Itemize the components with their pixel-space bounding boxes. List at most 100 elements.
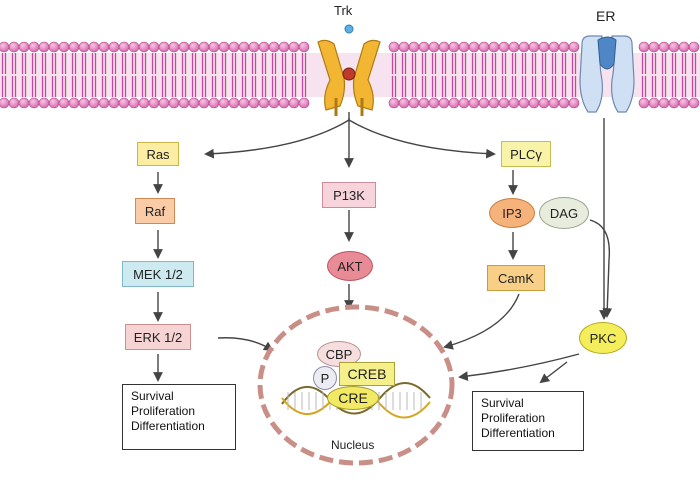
membrane-bead xyxy=(128,41,140,53)
membrane-bead xyxy=(688,97,700,109)
membrane-bead xyxy=(408,97,420,109)
membrane-bead xyxy=(178,41,190,53)
membrane-bead xyxy=(658,97,670,109)
membrane-bead xyxy=(218,97,230,109)
membrane-bead xyxy=(388,41,400,53)
plc-node: PLCγ xyxy=(501,141,551,167)
er-channel xyxy=(579,35,635,113)
membrane-bead xyxy=(538,97,550,109)
membrane-bead xyxy=(258,41,270,53)
outcome-left-differentiation: Differentiation xyxy=(131,419,205,433)
membrane-bead xyxy=(48,41,60,53)
membrane-bead xyxy=(488,41,500,53)
membrane-bead xyxy=(68,41,80,53)
membrane-bead xyxy=(68,97,80,109)
membrane-bead xyxy=(28,41,40,53)
outcome-right-survival: Survival xyxy=(481,396,524,410)
creb-node: CREB xyxy=(339,362,395,386)
membrane-bead xyxy=(38,41,50,53)
membrane-bead xyxy=(268,41,280,53)
membrane-bead xyxy=(128,97,140,109)
pi3k-node: P13K xyxy=(322,182,376,208)
membrane-bead xyxy=(538,41,550,53)
dag-node: DAG xyxy=(539,197,589,229)
erk-node: ERK 1/2 xyxy=(125,324,191,350)
outcome-left-proliferation: Proliferation xyxy=(131,404,196,418)
membrane-bead xyxy=(408,41,420,53)
membrane-bead xyxy=(668,97,680,109)
membrane-bead xyxy=(398,41,410,53)
ip3-node: IP3 xyxy=(489,198,535,228)
membrane-bead xyxy=(148,97,160,109)
membrane-bead xyxy=(468,97,480,109)
membrane-bead xyxy=(528,41,540,53)
outcome-right-differentiation: Differentiation xyxy=(481,426,555,440)
membrane-bead xyxy=(148,41,160,53)
membrane-bead xyxy=(298,41,310,53)
membrane-bead xyxy=(168,41,180,53)
akt-node: AKT xyxy=(327,251,373,281)
membrane-bead xyxy=(268,97,280,109)
mek-node: MEK 1/2 xyxy=(122,261,194,287)
membrane-bead xyxy=(688,41,700,53)
membrane-bead xyxy=(58,41,70,53)
pathway-arrows xyxy=(153,112,613,384)
membrane-bead xyxy=(188,97,200,109)
membrane-bead xyxy=(248,41,260,53)
membrane-bead xyxy=(438,97,450,109)
membrane-bead xyxy=(18,41,30,53)
membrane-bead xyxy=(228,41,240,53)
membrane-bead xyxy=(88,97,100,109)
membrane-bead xyxy=(208,97,220,109)
membrane-bead xyxy=(48,97,60,109)
membrane-bead xyxy=(58,97,70,109)
membrane-bead xyxy=(138,97,150,109)
membrane-bead xyxy=(98,41,110,53)
membrane-bead xyxy=(678,97,690,109)
nucleus-label: Nucleus xyxy=(331,438,375,452)
cre-node: CRE xyxy=(327,386,379,410)
membrane-bead xyxy=(0,97,10,109)
membrane-bead xyxy=(648,97,660,109)
membrane-bead xyxy=(18,97,30,109)
membrane-bead xyxy=(248,97,260,109)
membrane-bead xyxy=(38,97,50,109)
membrane-bead xyxy=(528,97,540,109)
membrane-bead xyxy=(238,97,250,109)
membrane-bead xyxy=(28,97,40,109)
membrane-bead xyxy=(438,41,450,53)
membrane-bead xyxy=(508,97,520,109)
membrane-bead xyxy=(158,41,170,53)
membrane-bead xyxy=(228,97,240,109)
membrane-bead xyxy=(168,97,180,109)
membrane-bead xyxy=(418,97,430,109)
membrane-bead xyxy=(478,97,490,109)
membrane-bead xyxy=(448,41,460,53)
membrane-bead xyxy=(548,97,560,109)
outcome-right: Survival Proliferation Differentiation xyxy=(472,391,584,451)
membrane-bead xyxy=(198,97,210,109)
membrane-bead xyxy=(508,41,520,53)
membrane-bead xyxy=(278,41,290,53)
membrane-bead xyxy=(178,97,190,109)
ras-node: Ras xyxy=(137,142,179,166)
membrane-bead xyxy=(258,97,270,109)
membrane-bead xyxy=(218,41,230,53)
membrane-bead xyxy=(488,97,500,109)
membrane-bead xyxy=(418,41,430,53)
membrane-bead xyxy=(398,97,410,109)
membrane-bead xyxy=(478,41,490,53)
p-node: P xyxy=(313,366,337,390)
membrane-bead xyxy=(208,41,220,53)
membrane-bead xyxy=(388,97,400,109)
membrane-bead xyxy=(8,41,20,53)
outcome-left: Survival Proliferation Differentiation xyxy=(122,384,236,450)
membrane-bead xyxy=(658,41,670,53)
membrane-bead xyxy=(298,97,310,109)
membrane-bead xyxy=(238,41,250,53)
trk-receptor xyxy=(317,24,381,116)
membrane-bead xyxy=(198,41,210,53)
membrane-bead xyxy=(558,41,570,53)
membrane-bead xyxy=(448,97,460,109)
